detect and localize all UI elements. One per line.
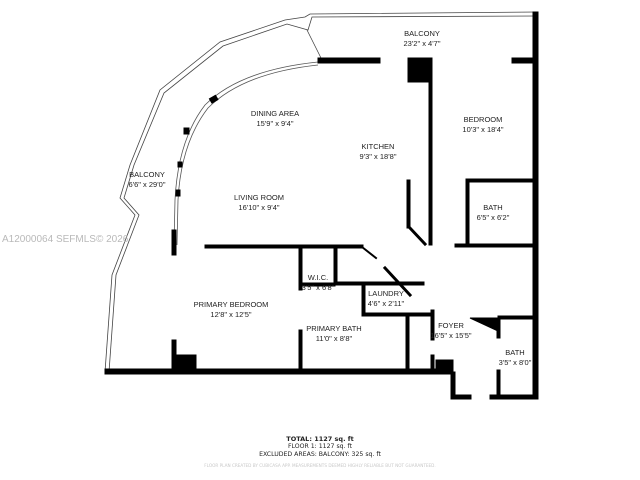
walls xyxy=(104,11,539,400)
room-dims: 10'3" x 18'4" xyxy=(462,125,503,134)
room-dims: 3'5" x 8'0" xyxy=(499,358,532,367)
room-labels: BALCONY 23'2" x 4'7" DINING AREA 15'9" x… xyxy=(129,29,532,367)
room-name: DINING AREA xyxy=(251,109,299,118)
room-name: PRIMARY BEDROOM xyxy=(194,300,269,309)
room-name: PRIMARY BATH xyxy=(306,324,361,333)
room-dims: 4'6" x 2'11" xyxy=(368,299,405,308)
room-dims: 16'10" x 9'4" xyxy=(238,203,279,212)
room-dims: 11'0" x 8'8" xyxy=(316,334,353,343)
room-name: LAUNDRY xyxy=(368,289,404,298)
room-name: BEDROOM xyxy=(464,115,503,124)
watermark: A12000064 SEFMLS© 2026 xyxy=(2,234,129,245)
room-dims: 6'6" x 29'0" xyxy=(129,180,166,189)
room-dims: 6'5" x 6'2" xyxy=(477,213,510,222)
room-dims: 12'8" x 12'5" xyxy=(210,310,251,319)
room-name: BALCONY xyxy=(404,29,440,38)
room-dims: 15'9" x 9'4" xyxy=(257,119,294,128)
balcony-outline xyxy=(104,11,538,373)
room-name: BATH xyxy=(483,203,502,212)
total-area: TOTAL: 1127 sq. ft xyxy=(286,435,354,443)
room-name: BATH xyxy=(505,348,524,357)
room-dims: 3'5" x 6'8" xyxy=(302,283,335,292)
room-dims: 23'2" x 4'7" xyxy=(404,39,441,48)
excluded-areas: EXCLUDED AREAS: BALCONY: 325 sq. ft xyxy=(259,451,381,458)
disclaimer: FLOOR PLAN CREATED BY CUBICASA APP. MEAS… xyxy=(204,463,436,468)
room-name: FOYER xyxy=(438,321,464,330)
room-dims: 9'3" x 18'8" xyxy=(360,152,397,161)
room-dims: 16'5" x 15'5" xyxy=(430,331,471,340)
room-name: KITCHEN xyxy=(362,142,395,151)
room-name: BALCONY xyxy=(129,170,165,179)
room-name: W.I.C. xyxy=(308,273,328,282)
curved-window-wall xyxy=(173,61,319,246)
room-name: LIVING ROOM xyxy=(234,193,284,202)
floor-area: FLOOR 1: 1127 sq. ft xyxy=(287,443,353,450)
